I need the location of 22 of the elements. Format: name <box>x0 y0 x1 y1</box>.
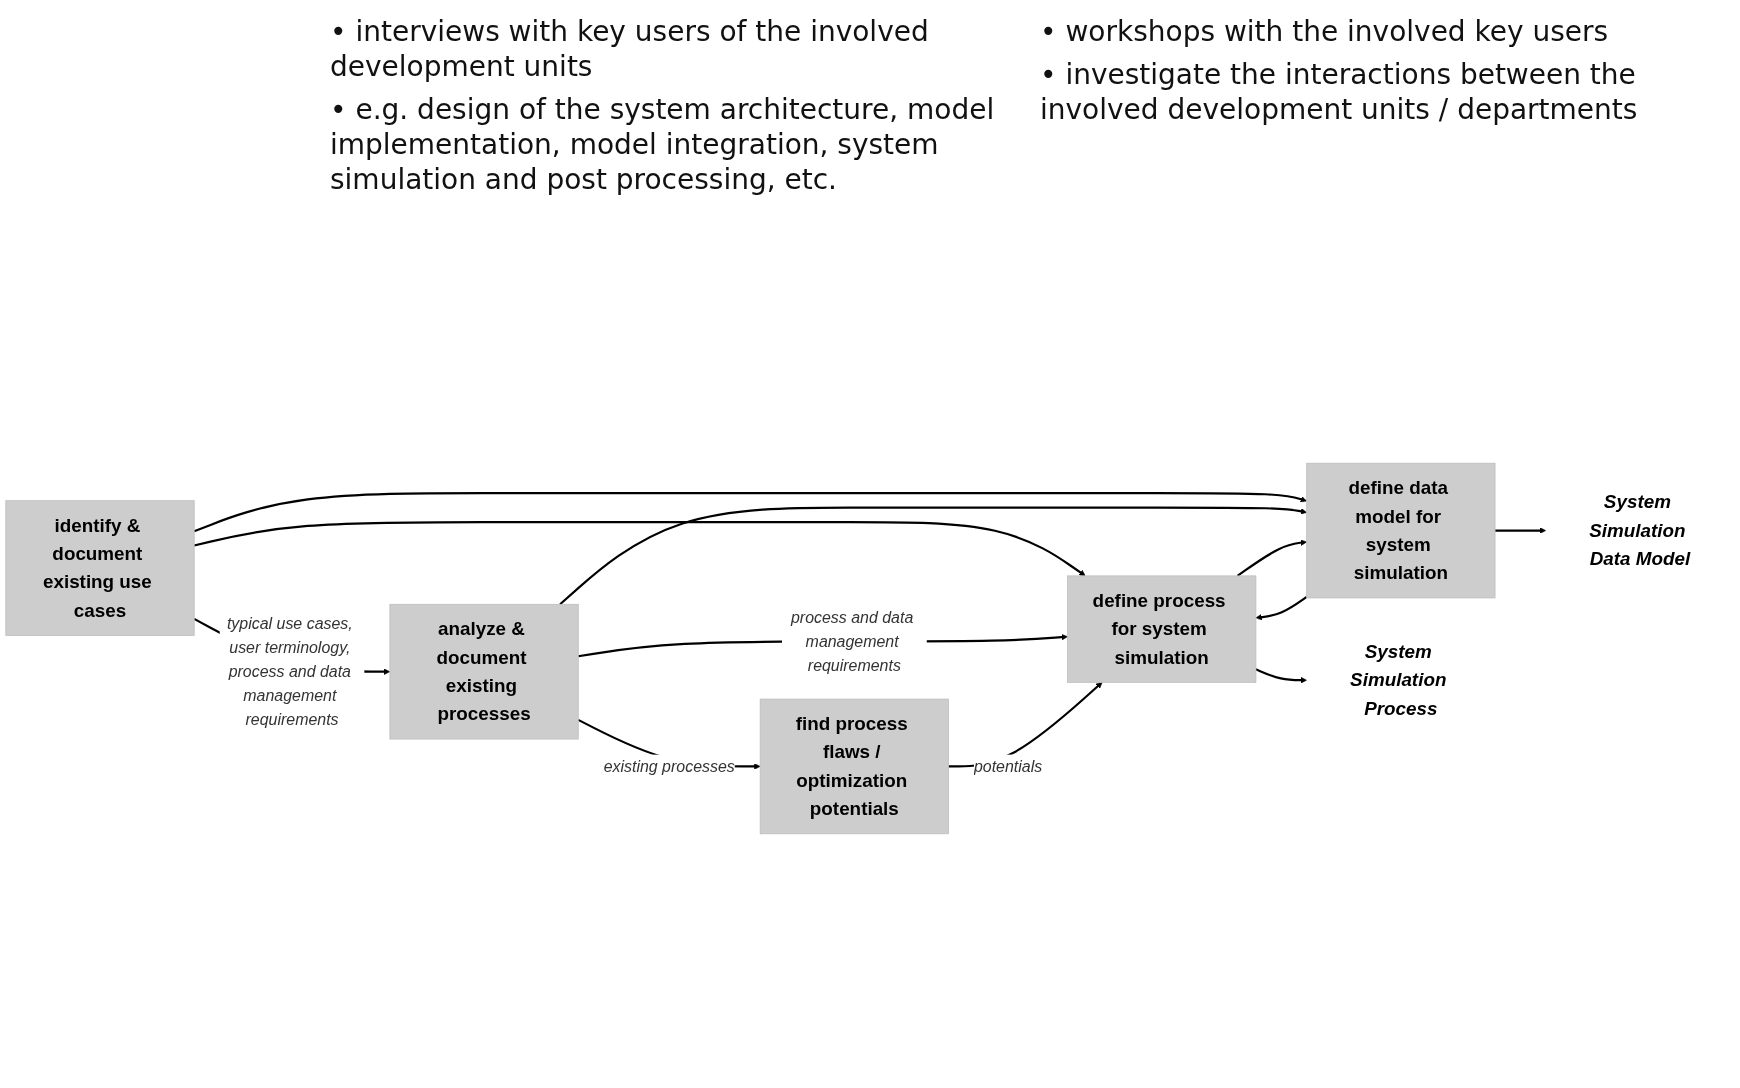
edge-label: existing processes <box>603 757 735 776</box>
node-box: analyze & document existing processes <box>389 603 579 740</box>
node-box: define data model for system simulation <box>1306 462 1496 599</box>
edge-label: potentials <box>973 757 1043 776</box>
bullet-text: • investigate the interactions between the involved development units / departments <box>1040 57 1639 127</box>
arrow <box>559 506 1307 606</box>
node-box: define process for system simulation <box>1067 575 1257 683</box>
node-text: System Simulation Data Model <box>1589 491 1691 570</box>
bullet-text: • interviews with key users of the involved development units <box>330 14 930 84</box>
edge-label: typical use cases, user terminology, process and data management requirements <box>226 614 353 729</box>
arrow <box>1236 539 1307 577</box>
arrow <box>193 520 1086 577</box>
arrow <box>1495 527 1547 534</box>
bullet-text: • e.g. design of the system architecture, model implementation, model integration, system simulation and post processing, etc. <box>330 92 996 197</box>
node-box: find process flaws / optimization potentials <box>759 698 949 835</box>
node-box: identify & document existing use cases <box>5 500 195 636</box>
node-text: System Simulation Process <box>1350 640 1447 719</box>
edge-label: process and data management requirements <box>790 608 914 675</box>
arrow <box>1255 596 1308 621</box>
arrow <box>1255 668 1307 684</box>
arrow <box>193 491 1307 533</box>
bullet-text: • workshops with the involved key users <box>1040 14 1610 49</box>
